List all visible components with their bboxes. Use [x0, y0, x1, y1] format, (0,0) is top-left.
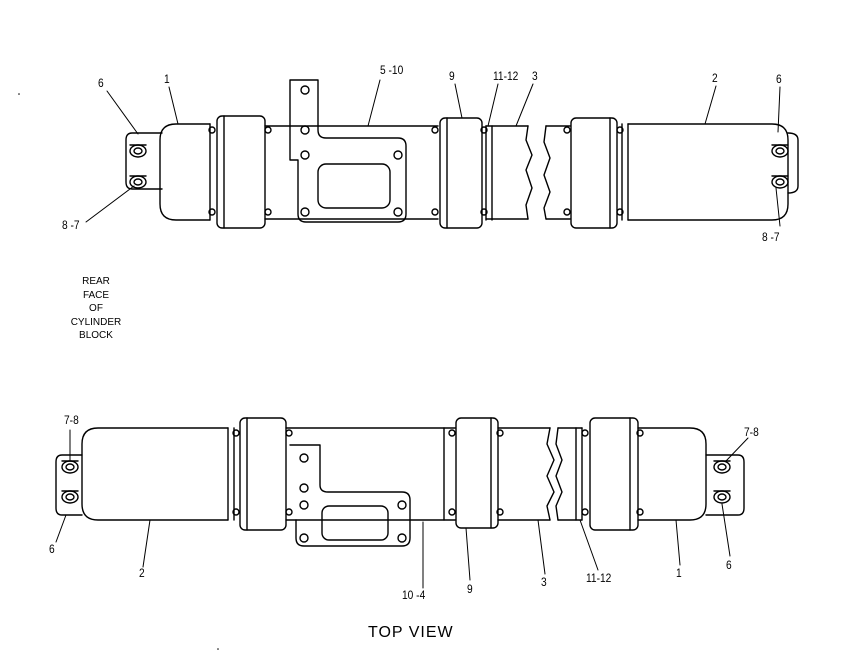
callout-9-upper: 9 — [449, 69, 455, 83]
callout-11-12-upper: 11-12 — [493, 69, 519, 83]
note-line-2: FACE — [82, 289, 110, 301]
callout-6-lower-right: 6 — [726, 558, 732, 572]
upper-clamp-left — [217, 116, 265, 228]
upper-section-2 — [628, 124, 788, 220]
callout-8-7-upper-left: 8 -7 — [62, 218, 80, 232]
callout-3-upper: 3 — [532, 69, 538, 83]
upper-break-line-left — [526, 126, 532, 219]
callout-6-lower-left: 6 — [49, 542, 55, 556]
callout-10-4-lower: 10 -4 — [402, 588, 426, 602]
lower-clamp-right — [590, 418, 638, 530]
callout-6-upper-right: 6 — [776, 72, 782, 86]
callout-9-lower: 9 — [467, 582, 473, 596]
upper-exhaust-outlet-bracket — [290, 80, 406, 222]
callout-8-7-upper-right: 8 -7 — [762, 230, 780, 244]
upper-clamp-right — [571, 118, 617, 228]
callout-5-10-upper: 5 -10 — [380, 63, 404, 77]
callout-3-lower: 3 — [541, 575, 547, 589]
callout-11-12-lower: 11-12 — [586, 571, 612, 585]
lower-left-mounting-flange — [56, 455, 82, 515]
callout-7-8-lower-left: 7-8 — [64, 413, 79, 427]
note-line-5: BLOCK — [79, 330, 113, 341]
lower-clamp-left — [240, 418, 286, 530]
note-line-3: OF — [89, 303, 103, 314]
lower-leader-lines — [56, 430, 748, 588]
lower-section-2 — [82, 428, 228, 520]
lower-right-mounting-flange — [706, 455, 744, 515]
upper-manifold-assembly — [86, 80, 798, 228]
lower-section-1 — [638, 428, 706, 520]
upper-break-line-right — [544, 126, 550, 219]
callout-2-lower: 2 — [139, 566, 145, 580]
note-line-4: CYLINDER — [70, 316, 122, 328]
lower-exhaust-outlet-bracket — [290, 445, 410, 546]
note-line-1: REAR — [82, 276, 110, 287]
lower-break-line-left — [547, 428, 554, 520]
scan-speck — [217, 648, 219, 650]
rear-face-note: REAR FACE OF CYLINDER BLOCK — [56, 275, 136, 343]
lower-manifold-assembly — [56, 418, 748, 588]
view-caption: TOP VIEW — [368, 624, 454, 641]
callout-1-lower: 1 — [676, 566, 682, 580]
upper-clamp-9 — [440, 118, 482, 228]
lower-break-line-right — [556, 428, 562, 520]
upper-right-mounting-flange — [772, 133, 798, 193]
callout-1-upper: 1 — [164, 72, 170, 86]
lower-clamp-9 — [456, 418, 498, 528]
callout-6-upper-left: 6 — [98, 76, 104, 90]
upper-left-mounting-flange — [126, 133, 162, 189]
upper-leader-lines — [86, 80, 780, 226]
scan-speck — [18, 93, 20, 95]
callout-2-upper: 2 — [712, 71, 718, 85]
callout-7-8-lower-right: 7-8 — [744, 425, 759, 439]
upper-section-1 — [160, 124, 210, 220]
